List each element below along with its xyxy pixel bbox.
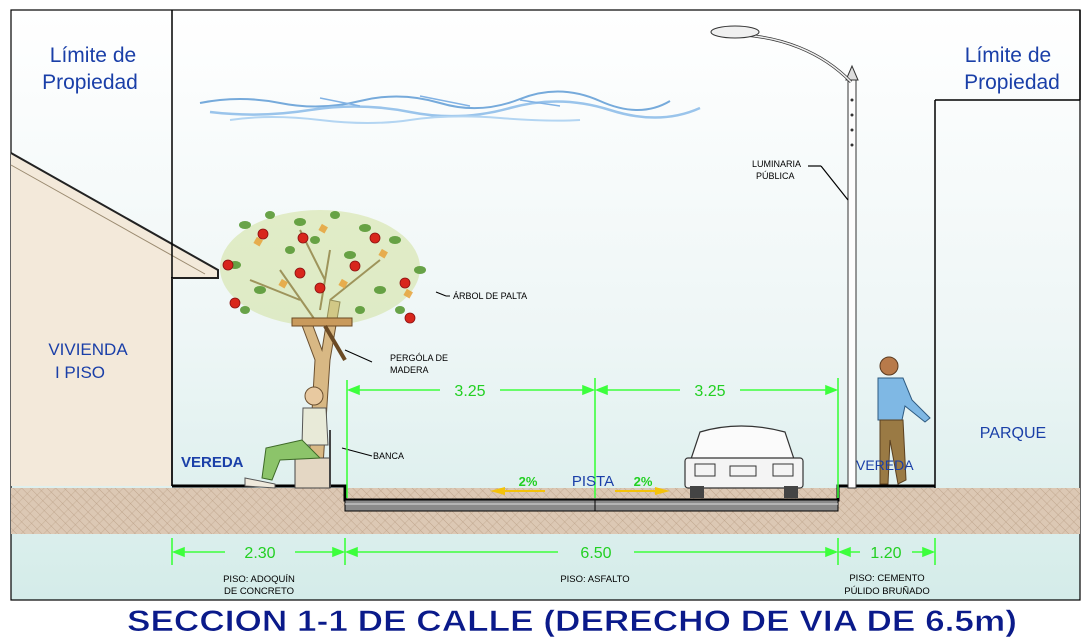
drawing-title: SECCION 1-1 DE CALLE (DERECHO DE VIA DE … [127, 605, 1017, 638]
vereda-left-label: VEREDA [181, 454, 244, 471]
lane-dimensions [346, 378, 839, 498]
pergola-label-line1: PERGÓLA DE [390, 353, 448, 363]
house-left [10, 10, 219, 486]
vereda-left-dimension: 2.30 [244, 545, 275, 562]
total-dimensions [171, 538, 936, 565]
car-rear-view [684, 425, 804, 498]
right-boundary [934, 10, 1081, 488]
lane-left-dimension: 3.25 [454, 383, 485, 400]
slope-arrows [490, 487, 670, 495]
luminaria-label-line2: PÚBLICA [756, 171, 795, 181]
parque-label: PARQUE [980, 425, 1046, 442]
vivienda-label-line2: I PISO [55, 363, 105, 382]
piso-center-label: PISO: ASFALTO [560, 574, 629, 585]
lane-right-dimension: 3.25 [694, 383, 725, 400]
clouds [199, 90, 701, 124]
seated-person-bench [244, 386, 331, 489]
limite-left-line2: Propiedad [42, 71, 138, 94]
limite-left-line1: Límite de [50, 44, 136, 67]
walking-person [877, 356, 931, 485]
piso-right-line2: PÚLIDO BRUÑADO [844, 586, 930, 597]
piso-left-line1: PISO: ADOQUÍN [223, 574, 295, 585]
ground [11, 484, 1080, 534]
arbol-label: ÁRBOL DE PALTA [453, 291, 527, 301]
slope-left-label: 2% [519, 474, 538, 489]
pergola-label-line2: MADERA [390, 365, 429, 375]
limite-right-line2: Propiedad [964, 71, 1060, 94]
vivienda-label-line1: VIVIENDA [48, 340, 128, 359]
vereda-right-label: VEREDA [856, 457, 914, 473]
vereda-right-dimension: 1.20 [870, 545, 901, 562]
pista-label: PISTA [572, 473, 614, 490]
limite-right-line1: Límite de [965, 44, 1051, 67]
street-lamp [710, 25, 859, 489]
piso-right-line1: PISO: CEMENTO [849, 573, 924, 584]
banca-label: BANCA [373, 451, 404, 461]
luminaria-label-line1: LUMINARIA [752, 159, 801, 169]
pista-dimension: 6.50 [580, 545, 611, 562]
slope-right-label: 2% [634, 474, 653, 489]
piso-left-line2: DE CONCRETO [224, 586, 294, 597]
